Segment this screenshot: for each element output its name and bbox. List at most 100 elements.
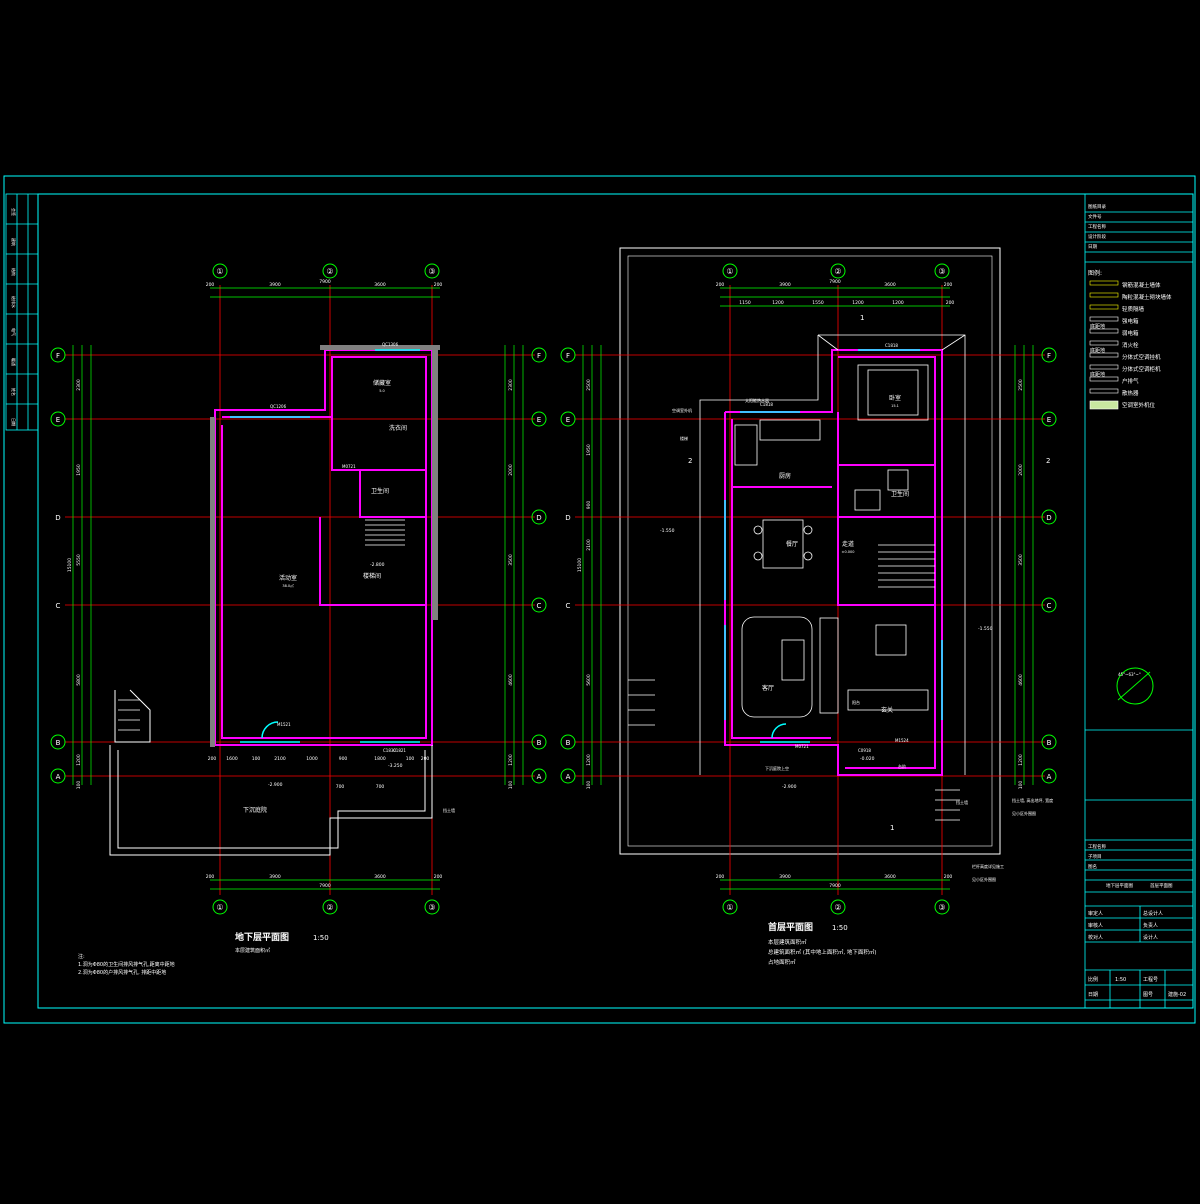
dimension-text: 1200 [772,300,784,306]
room-name: 走道 [842,540,854,548]
section-mark: 1 [860,314,864,322]
axis-label: ② [326,267,333,276]
sign-role: 校对人 [1088,934,1103,941]
elevation-mark: -2.900 [782,784,797,790]
sign-role: 总设计人 [1143,910,1163,917]
callout-text: 见小区外围图 [1012,810,1036,816]
plan-title: 首层平面图 [768,921,813,933]
bottom-cell: 比例 [1088,976,1098,983]
room-name: 厨房 [779,472,791,480]
dimension-text: 700 [336,784,345,790]
walls [724,349,943,776]
dimension-text: 2500 [586,379,592,391]
dimension-text: 100 [252,756,261,762]
dimension-text: 1200 [852,300,864,306]
dimension-text: 100 [586,781,592,790]
room-name: 下沉庭院 [243,806,267,814]
axis-label: B [566,739,571,747]
axis-label: B [537,739,542,747]
margin-label: 暖通 [11,358,17,366]
axis-label: ① [216,267,223,276]
legend-swatch [1089,280,1119,286]
axis-label: ③ [428,903,435,912]
axis-label: ③ [938,267,945,276]
margin-label: 电气 [11,328,17,336]
element-label: M0721 [342,464,356,469]
legend-item: 散热器 [1122,389,1139,397]
axis-label: ① [726,267,733,276]
axis-bubbles [50,263,547,915]
axis-label: B [56,739,61,747]
dimension-text: 1200 [1018,754,1024,766]
axis-bubbles [560,263,1057,915]
dimension-text: 1200 [76,754,82,766]
sign-role: 审核人 [1088,922,1103,929]
dimension-text: 200 [206,874,215,880]
dimension-text: 7900 [829,279,841,285]
axis-label: D [55,514,60,522]
legend-swatch [1089,340,1119,346]
dimension-lines [72,287,524,890]
legend-item: 陶粒混凝土砌块墙体 [1122,293,1172,301]
dimension-text: 3900 [269,282,281,288]
axis-label: F [566,352,570,360]
axis-label: A [56,773,61,781]
axis-label: B [1047,739,1052,747]
title-block-texts: 图纸目录文件号工程名称设计阶段日期图例:钢筋混凝土墙体陶粒混凝土砌块墙体轻质隔墙… [1088,203,1186,998]
project-row: 图名 [1088,863,1097,870]
room-name: 洗衣间 [389,424,407,432]
first-floor-plan [560,247,1154,915]
elevation-mark: -1.550 [978,626,993,632]
room-area: 15.1 [891,404,899,408]
dimension-text: 200 [434,874,443,880]
title-block-header: 文件号 [1088,213,1102,220]
dimension-text: 1600 [226,756,238,762]
legend-item: 弱电箱 [1122,329,1139,337]
dimension-text: 200 [421,756,430,762]
element-label: 空调室外机 [672,407,692,413]
note-line: 本层建筑面积㎡ [768,938,807,946]
title-block-grid [1084,193,1194,1009]
axis-label: ③ [428,267,435,276]
bottom-cell: 日期 [1088,992,1098,998]
openings [724,349,943,743]
section-mark: 2 [688,457,692,465]
dimension-text: 2300 [508,379,514,391]
dimension-text: 200 [944,282,953,288]
element-label: C1818 [885,343,898,348]
axis-label: C [56,602,61,610]
north-arrow [1116,667,1154,705]
elevation-mark: -2.900 [268,782,283,788]
axis-label: E [1047,416,1051,424]
room-name: 楼梯间 [363,572,381,580]
roof-outline [699,334,966,775]
dimension-text: 3900 [269,874,281,880]
callout-text: 挡土墙, 高出地坪, 宽度 [1012,797,1053,803]
dimension-text: 1000 [306,756,318,762]
room-name: 玄关 [881,706,893,714]
openings [230,349,420,743]
axis-label: D [565,514,570,522]
dimension-text: 100 [76,781,82,790]
dimension-text: 5600 [586,674,592,686]
dimension-text: 1950 [586,444,592,456]
axis-label: ③ [938,903,945,912]
dimension-text: 200 [716,874,725,880]
axis-label: C [537,602,542,610]
legend-item: 强电箱 [1122,317,1139,325]
dimension-text: 100 [508,781,514,790]
dimension-text: 100 [406,756,415,762]
dimension-text: 3500 [508,554,514,566]
legend-swatch [1089,304,1119,310]
legend-swatch [1089,388,1119,394]
axis-label: E [537,416,541,424]
left-margin-strip [5,193,39,431]
wall-hatch [210,345,440,747]
dimension-text: 4600 [508,674,514,686]
legend-item: 消火栓 [1122,341,1139,349]
sunken-courtyard [109,689,433,856]
dimension-text: 1200 [892,300,904,306]
